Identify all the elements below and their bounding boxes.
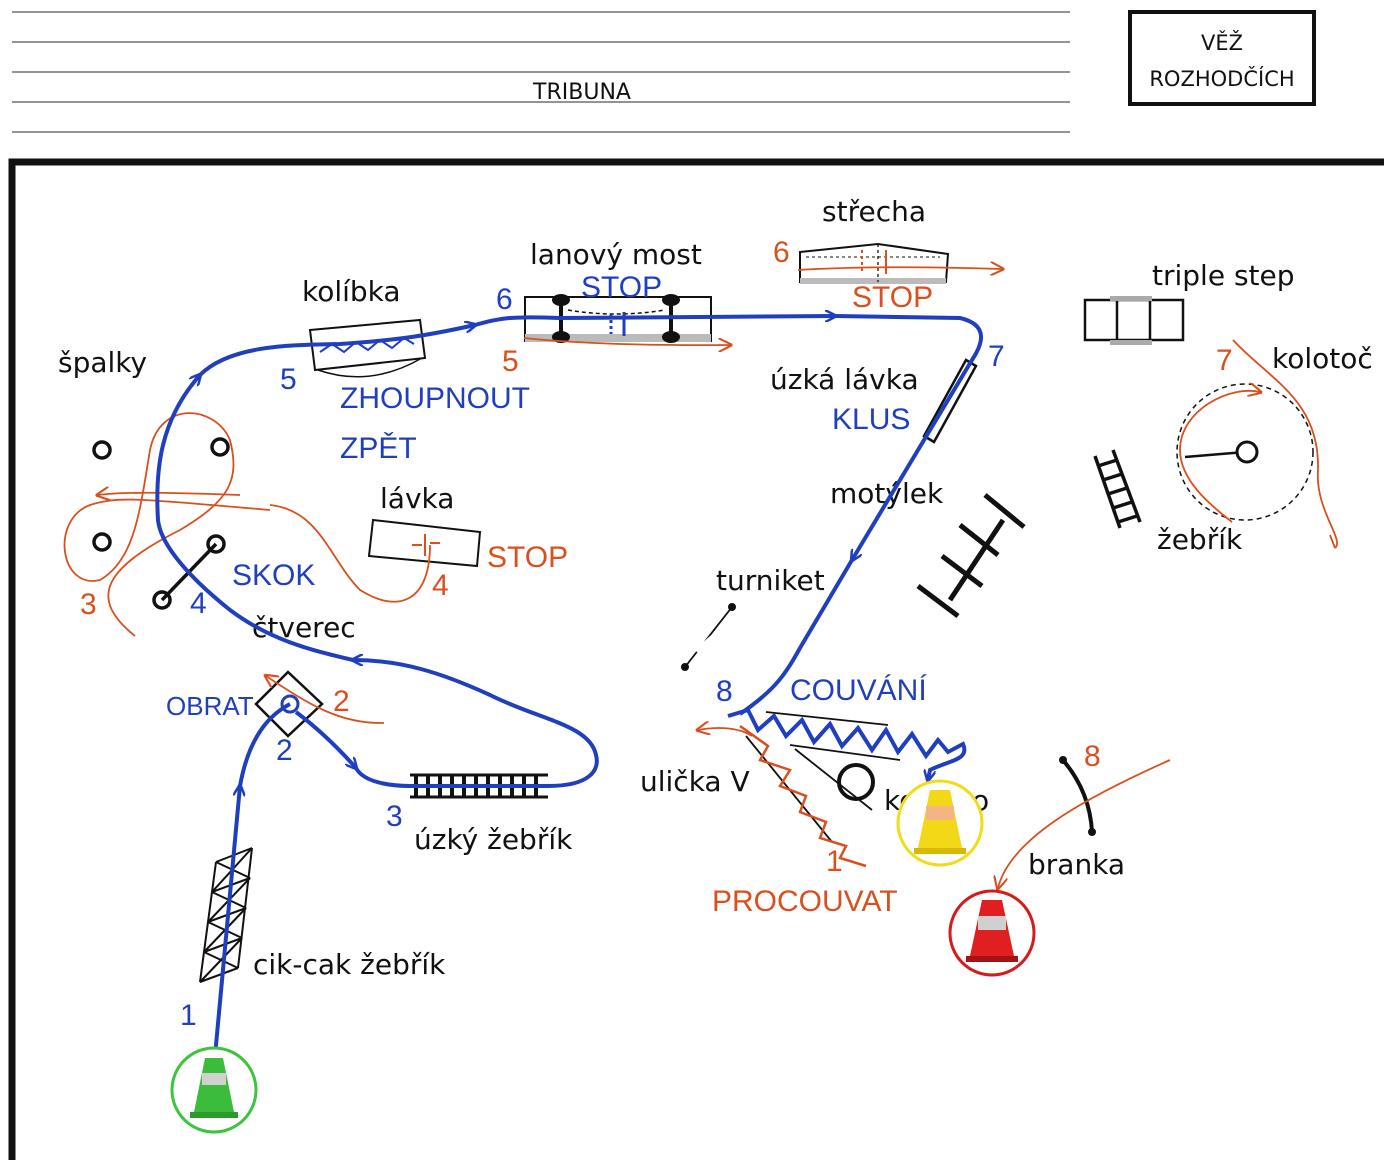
orange-number-4: 4: [432, 569, 449, 602]
stop-rope-bridge: STOP: [581, 271, 662, 304]
orange-number-8: 8: [1084, 740, 1101, 773]
judges-tower: VĚŽ ROZHODČÍCH: [1128, 10, 1316, 106]
blue-number-3: 3: [386, 800, 403, 833]
obrat-label: OBRAT: [166, 691, 254, 721]
arena-border: [8, 158, 1384, 1160]
orange-route: [63, 267, 1338, 888]
turniket-obstacle: [681, 603, 736, 671]
spalky-obstacle: [92, 437, 230, 552]
start-cone: [170, 1046, 258, 1134]
judges-tower-line2: ROZHODČÍCH: [1149, 66, 1294, 91]
turniket-label: turniket: [716, 564, 825, 597]
blue-number-8: 8: [716, 675, 733, 708]
blue-route: [155, 316, 983, 1057]
triple-step-obstacle: [1083, 296, 1185, 345]
lavka-label: lávka: [380, 482, 454, 515]
orange-number-2: 2: [333, 685, 350, 718]
cikcak-ladder-label: cik-cak žebřík: [253, 948, 446, 981]
narrow-ladder-label: úzký žebřík: [414, 823, 573, 856]
tribune: TRIBUNA: [12, 11, 1070, 133]
orange-number-3: 3: [80, 588, 97, 621]
orange-number-1: 1: [826, 845, 843, 878]
orange-number-6: 6: [773, 236, 790, 269]
klus-label: KLUS: [832, 403, 910, 436]
ulicka-v-label: ulička V: [640, 765, 750, 798]
orange-number-7: 7: [1216, 344, 1233, 377]
kolibka-obstacle: [308, 318, 427, 378]
blue-number-7: 7: [988, 340, 1005, 373]
kolecko-obstacle: [837, 763, 875, 801]
strecha-label: střecha: [822, 195, 926, 228]
couvani-label: COUVÁNÍ: [790, 674, 927, 707]
tribune-label: TRIBUNA: [532, 80, 631, 105]
kolotoc-label: kolotoč: [1272, 342, 1373, 375]
zebrik-label: žebřík: [1157, 523, 1243, 556]
strecha-obstacle: [799, 242, 950, 284]
kolibka-label: kolíbka: [302, 275, 401, 308]
finish-cone-red: [948, 889, 1036, 977]
blue-number-4: 4: [190, 587, 207, 620]
branka-label: branka: [1028, 848, 1125, 881]
narrow-plank-label: úzká lávka: [770, 363, 919, 396]
branka-obstacle: [1059, 756, 1096, 836]
cikcak-ladder-obstacle: [199, 847, 253, 983]
blue-number-1: 1: [180, 999, 197, 1032]
stop-lavka: STOP: [487, 541, 568, 574]
blue-number-5: 5: [280, 363, 297, 396]
procouvat-label: PROCOUVAT: [712, 885, 898, 918]
spalky-label: špalky: [58, 346, 147, 379]
orange-number-5: 5: [502, 345, 519, 378]
zhoupnout-label: ZHOUPNOUT: [340, 382, 530, 415]
judges-tower-line1: VĚŽ: [1201, 30, 1243, 55]
zpet-label: ZPĚT: [340, 432, 417, 465]
triple-step-label: triple step: [1152, 259, 1295, 292]
ctverec-label: čtverec: [252, 611, 356, 644]
lavka-obstacle: [367, 518, 482, 568]
zebrik-obstacle: [1093, 449, 1142, 529]
finish-cone-yellow: [896, 779, 984, 867]
blue-number-2: 2: [276, 734, 293, 767]
motylek-obstacle: [916, 493, 1026, 618]
kolotoc-obstacle: [1176, 383, 1314, 521]
blue-number-6: 6: [496, 283, 513, 316]
skok-label: SKOK: [232, 559, 315, 592]
stop-strecha: STOP: [852, 281, 933, 314]
rope-bridge-label: lanový most: [530, 238, 702, 271]
